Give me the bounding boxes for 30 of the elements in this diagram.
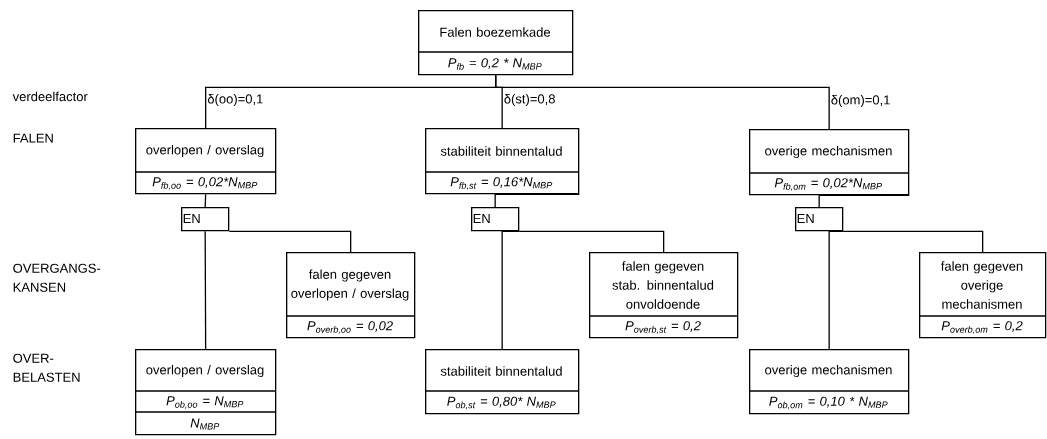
edge-label: δ(om)=0,1: [831, 94, 890, 108]
connector-line: [204, 230, 207, 350]
connector-line: [495, 74, 830, 130]
connector-line: [828, 230, 844, 350]
process-box: Falen boezemkade P$_{fb}$ = 0,2 * N$_{MBP}$: [417, 10, 574, 76]
row-label: FALEN: [13, 133, 53, 143]
process-box: falen gegeven stab. binnentalud onvoldoende P$_{overb,st}$ = 0,2: [588, 252, 739, 339]
process-box: overlopen / overslag P$_{ob,oo}$ = N$_{MBP}$ N$_{MBP}$: [134, 349, 277, 436]
connector-line: [501, 230, 520, 350]
process-box: falen gegeven overige mechanismen P$_{overb,om}$ = 0,2: [918, 252, 1047, 339]
row-label: verdeelfactor: [12, 91, 88, 102]
connector-line: [494, 193, 580, 208]
process-box: overlopen / overslag P$_{fb,oo}$ = 0,02*N$_{MBP}$: [134, 128, 277, 195]
process-box: overige mechanismen P$_{fb,om}$ = 0,02*N$_{MBP}$: [748, 129, 910, 196]
connector-line: [818, 194, 910, 208]
process-box: stabiliteit binnentalud P$_{ob,st}$ = 0,80* N$_{MBP}$: [424, 349, 580, 415]
connector-line: [228, 230, 352, 253]
process-box: EN: [795, 207, 844, 232]
row-label: OVERGANGS- KANSEN: [13, 263, 101, 292]
row-label: OVER- BELASTEN: [13, 353, 80, 382]
connector-line: [842, 230, 984, 253]
edge-label: δ(oo)=0,1: [207, 93, 263, 107]
process-box: EN: [471, 207, 520, 232]
process-box: falen gegeven overlopen / overslag P$_{overb,oo}$ = 0,02: [285, 252, 416, 339]
connector-line: [518, 230, 665, 253]
process-box: overige mechanismen P$_{ob,om}$ = 0,10 * N$_{MBP}$: [748, 349, 910, 415]
process-box: EN: [181, 207, 230, 232]
process-box: stabiliteit binnentalud P$_{fb,st}$ = 0,16*N$_{MBP}$: [424, 128, 580, 195]
edge-label: δ(st)=0,8: [504, 93, 555, 107]
connector-line: [204, 193, 207, 208]
